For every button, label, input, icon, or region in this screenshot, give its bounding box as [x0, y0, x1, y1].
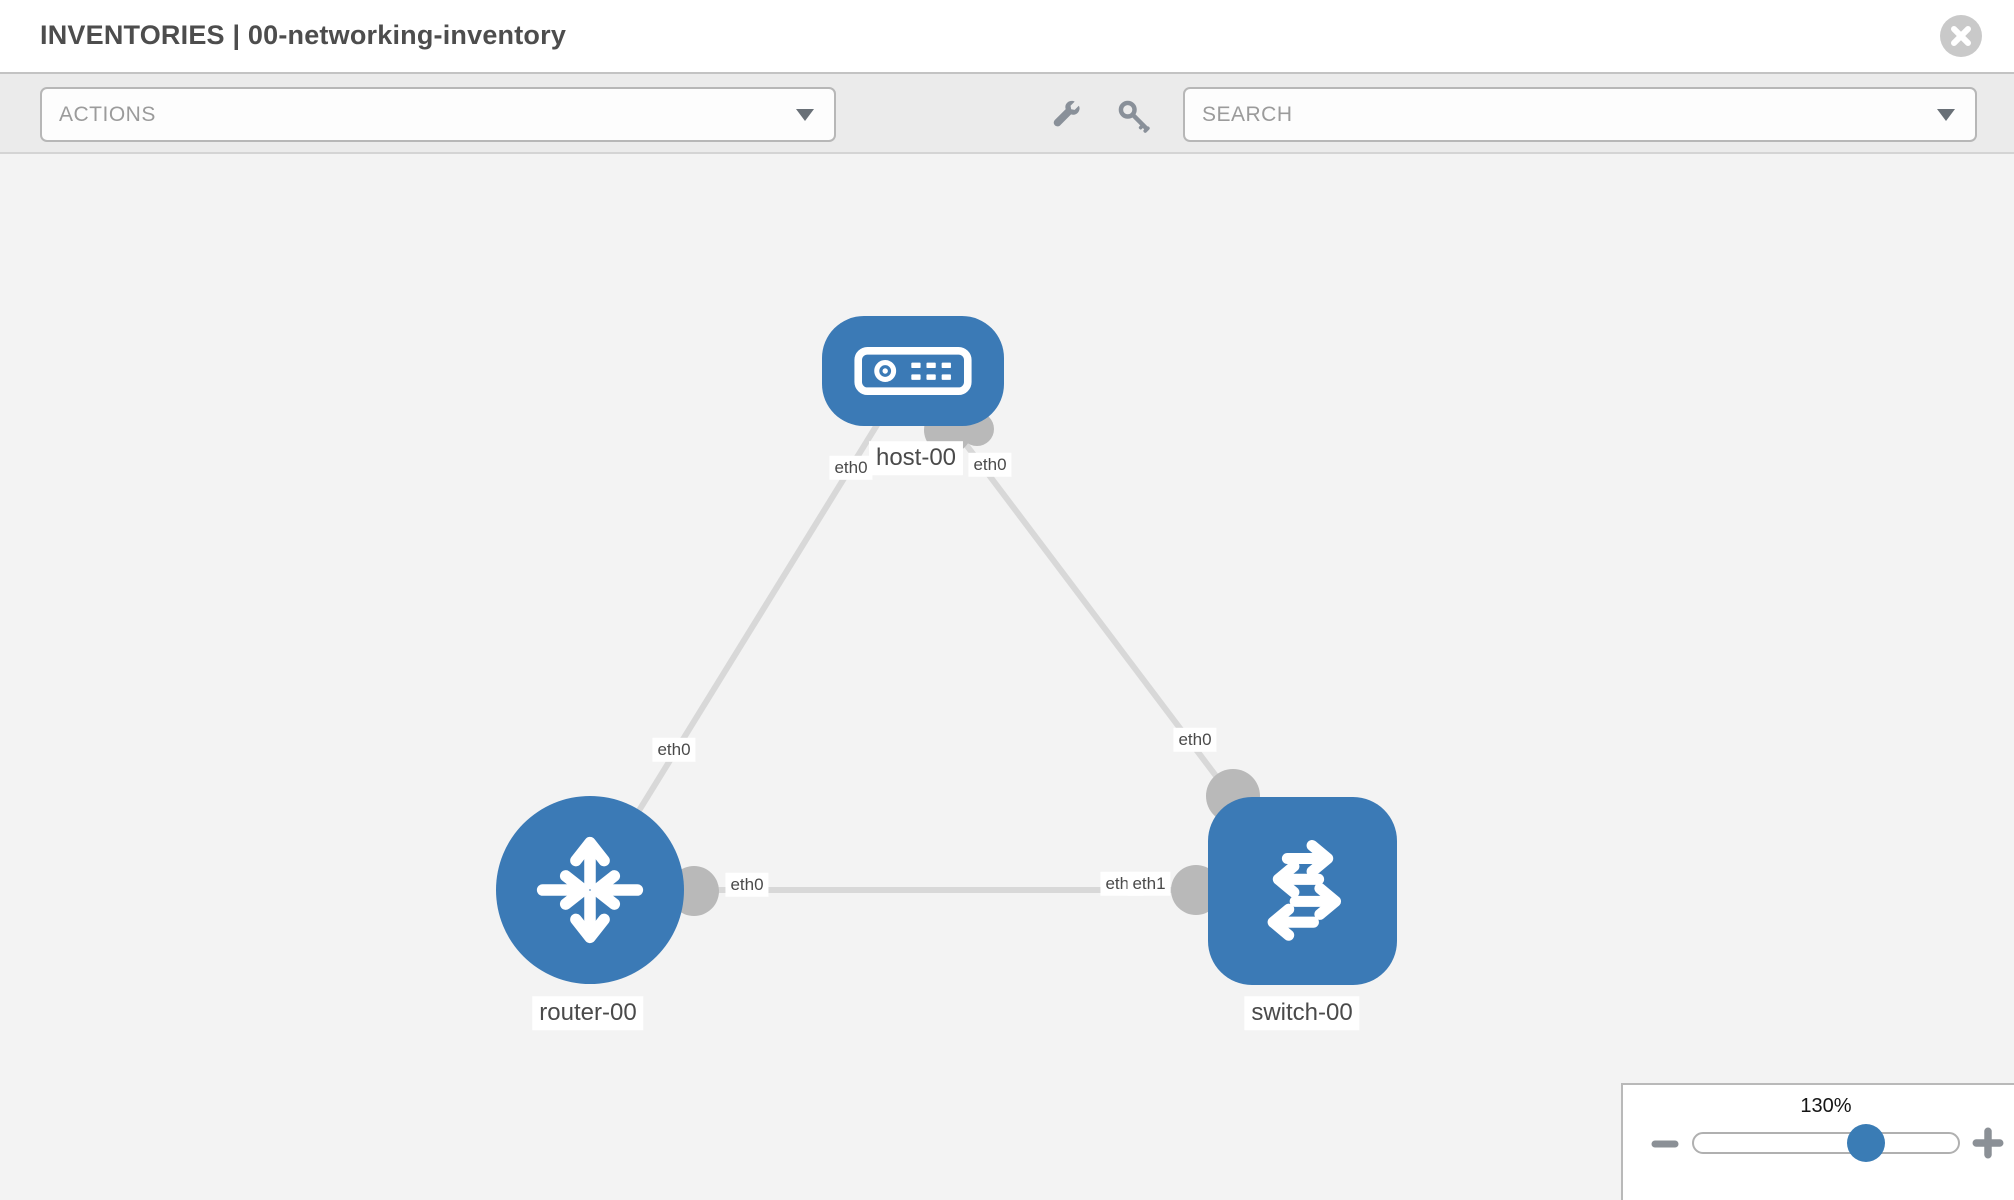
zoom-slider-thumb[interactable] [1847, 1124, 1885, 1162]
iface-label-router-right: eth0 [725, 872, 769, 898]
page-title: INVENTORIES | 00-networking-inventory [40, 20, 567, 50]
key-icon [1118, 100, 1150, 133]
node-switch-00[interactable] [1208, 797, 1397, 985]
node-label-switch: switch-00 [1244, 996, 1360, 1030]
node-router-00[interactable] [496, 796, 684, 984]
close-icon [1951, 26, 1971, 46]
switch-icon [1267, 839, 1341, 941]
search-dropdown-label: SEARCH [1202, 102, 1293, 126]
iface-label-host-left: eth0 [829, 455, 873, 481]
node-label-host: host-00 [868, 441, 964, 475]
topology-canvas[interactable]: host-00 router-00 switch-00 eth0 eth0 et… [0, 156, 2014, 1200]
host-icon [854, 346, 972, 396]
iface-label-switch-top: eth0 [1173, 727, 1217, 753]
caret-down-icon [796, 108, 814, 121]
node-label-router: router-00 [532, 996, 644, 1030]
actions-dropdown-label: ACTIONS [59, 102, 156, 126]
iface-label-switch-left-front: eth1 [1127, 871, 1171, 897]
toolbar: ACTIONS SEARCH [0, 72, 2014, 154]
topology-links-layer [587, 406, 1305, 916]
zoom-out-button[interactable] [1647, 1129, 1683, 1159]
node-host-00[interactable] [822, 316, 1004, 426]
zoom-slider-track[interactable] [1692, 1132, 1960, 1154]
wrench-icon [1053, 100, 1080, 127]
zoom-in-button[interactable] [1970, 1127, 2006, 1159]
header: INVENTORIES | 00-networking-inventory [0, 0, 2014, 72]
tools-button[interactable] [1048, 98, 1084, 134]
plus-icon [1972, 1127, 2004, 1159]
search-dropdown[interactable]: SEARCH [1183, 87, 1977, 142]
zoom-panel: 130% [1621, 1083, 2014, 1200]
zoom-level-value: 130% [1800, 1095, 1852, 1117]
credentials-button[interactable] [1116, 98, 1152, 134]
caret-down-icon [1937, 108, 1955, 121]
iface-label-router-top: eth0 [652, 737, 696, 763]
router-icon [536, 836, 644, 944]
iface-label-host-right: eth0 [968, 452, 1012, 478]
actions-dropdown[interactable]: ACTIONS [40, 87, 836, 142]
minus-icon [1651, 1140, 1679, 1148]
close-button[interactable] [1940, 15, 1982, 57]
